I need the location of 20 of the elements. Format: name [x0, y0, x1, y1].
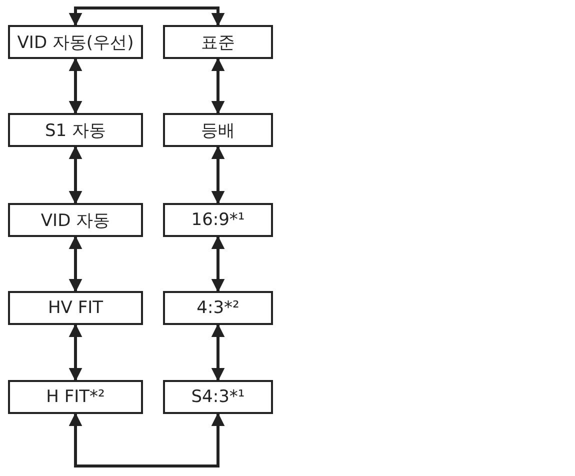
mode-box: 표준 [163, 25, 273, 59]
double-arrow [68, 146, 82, 204]
double-arrow [68, 412, 225, 468]
mode-box: 16:9*¹ [163, 203, 273, 237]
double-arrow [68, 324, 82, 382]
double-arrow [211, 324, 225, 382]
mode-box: S1 자동 [8, 113, 143, 147]
double-arrow [68, 6, 225, 26]
double-arrow [211, 146, 225, 204]
double-arrow [68, 58, 82, 114]
double-arrow [68, 236, 82, 292]
mode-box: H FIT*² [8, 380, 143, 414]
double-arrow [211, 236, 225, 292]
mode-box: VID 자동 [8, 203, 143, 237]
double-arrow [211, 58, 225, 114]
mode-box: 4:3*² [163, 291, 273, 325]
mode-box: HV FIT [8, 291, 143, 325]
mode-box: VID 자동(우선) [8, 25, 143, 59]
mode-box: 등배 [163, 113, 273, 147]
mode-box: S4:3*¹ [163, 380, 273, 414]
